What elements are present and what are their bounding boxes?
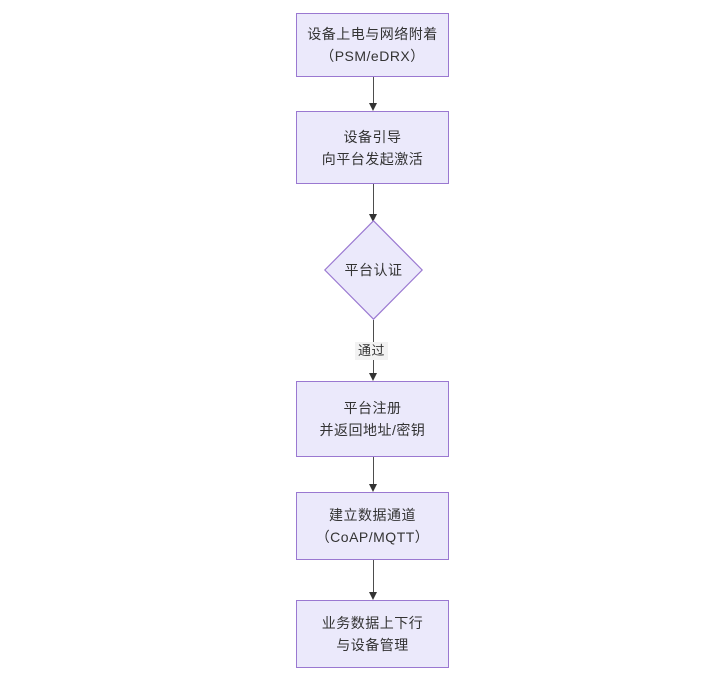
flow-node-business-data[interactable]: 业务数据上下行 与设备管理 bbox=[296, 600, 449, 668]
flow-node-line: 业务数据上下行 bbox=[321, 615, 424, 631]
flow-node-line: 向平台发起激活 bbox=[321, 150, 424, 167]
flow-edge-label-pass: 通过 bbox=[355, 342, 389, 360]
flow-node-device-bootstrap[interactable]: 设备引导 向平台发起激活 bbox=[296, 111, 449, 184]
connector-stem bbox=[373, 77, 374, 103]
diamond-shape-icon bbox=[324, 220, 423, 320]
arrowhead-icon bbox=[369, 373, 377, 381]
flow-node-line: 与设备管理 bbox=[336, 637, 409, 653]
flow-node-data-channel[interactable]: 建立数据通道 （CoAP/MQTT） bbox=[296, 492, 449, 560]
connector-stem bbox=[373, 457, 374, 484]
arrowhead-icon bbox=[369, 484, 377, 492]
flow-connector-n5-n6 bbox=[369, 560, 377, 600]
connector-stem bbox=[373, 184, 374, 214]
flow-connector-n2-n3 bbox=[369, 184, 377, 222]
arrowhead-icon bbox=[369, 592, 377, 600]
flow-node-device-power-on[interactable]: 设备上电与网络附着 （PSM/eDRX） bbox=[296, 13, 449, 77]
connector-stem bbox=[373, 560, 374, 592]
flow-connector-n4-n5 bbox=[369, 457, 377, 492]
flow-node-line: 平台认证 bbox=[344, 262, 403, 278]
arrowhead-icon bbox=[369, 103, 377, 111]
flow-node-platform-register[interactable]: 平台注册 并返回地址/密钥 bbox=[296, 381, 449, 457]
flow-node-line: 设备引导 bbox=[343, 128, 402, 145]
flow-node-line: （PSM/eDRX） bbox=[320, 48, 425, 64]
flow-node-line: 建立数据通道 bbox=[329, 507, 416, 523]
arrowhead-icon bbox=[369, 214, 377, 222]
flow-node-line: 并返回地址/密钥 bbox=[319, 422, 426, 438]
flow-node-line: 平台注册 bbox=[343, 400, 402, 416]
flow-node-line: （CoAP/MQTT） bbox=[315, 529, 430, 545]
flow-node-platform-auth-decision[interactable]: 平台认证 bbox=[324, 220, 423, 320]
flow-node-line: 设备上电与网络附着 bbox=[307, 26, 438, 42]
flow-connector-n1-n2 bbox=[369, 77, 377, 111]
